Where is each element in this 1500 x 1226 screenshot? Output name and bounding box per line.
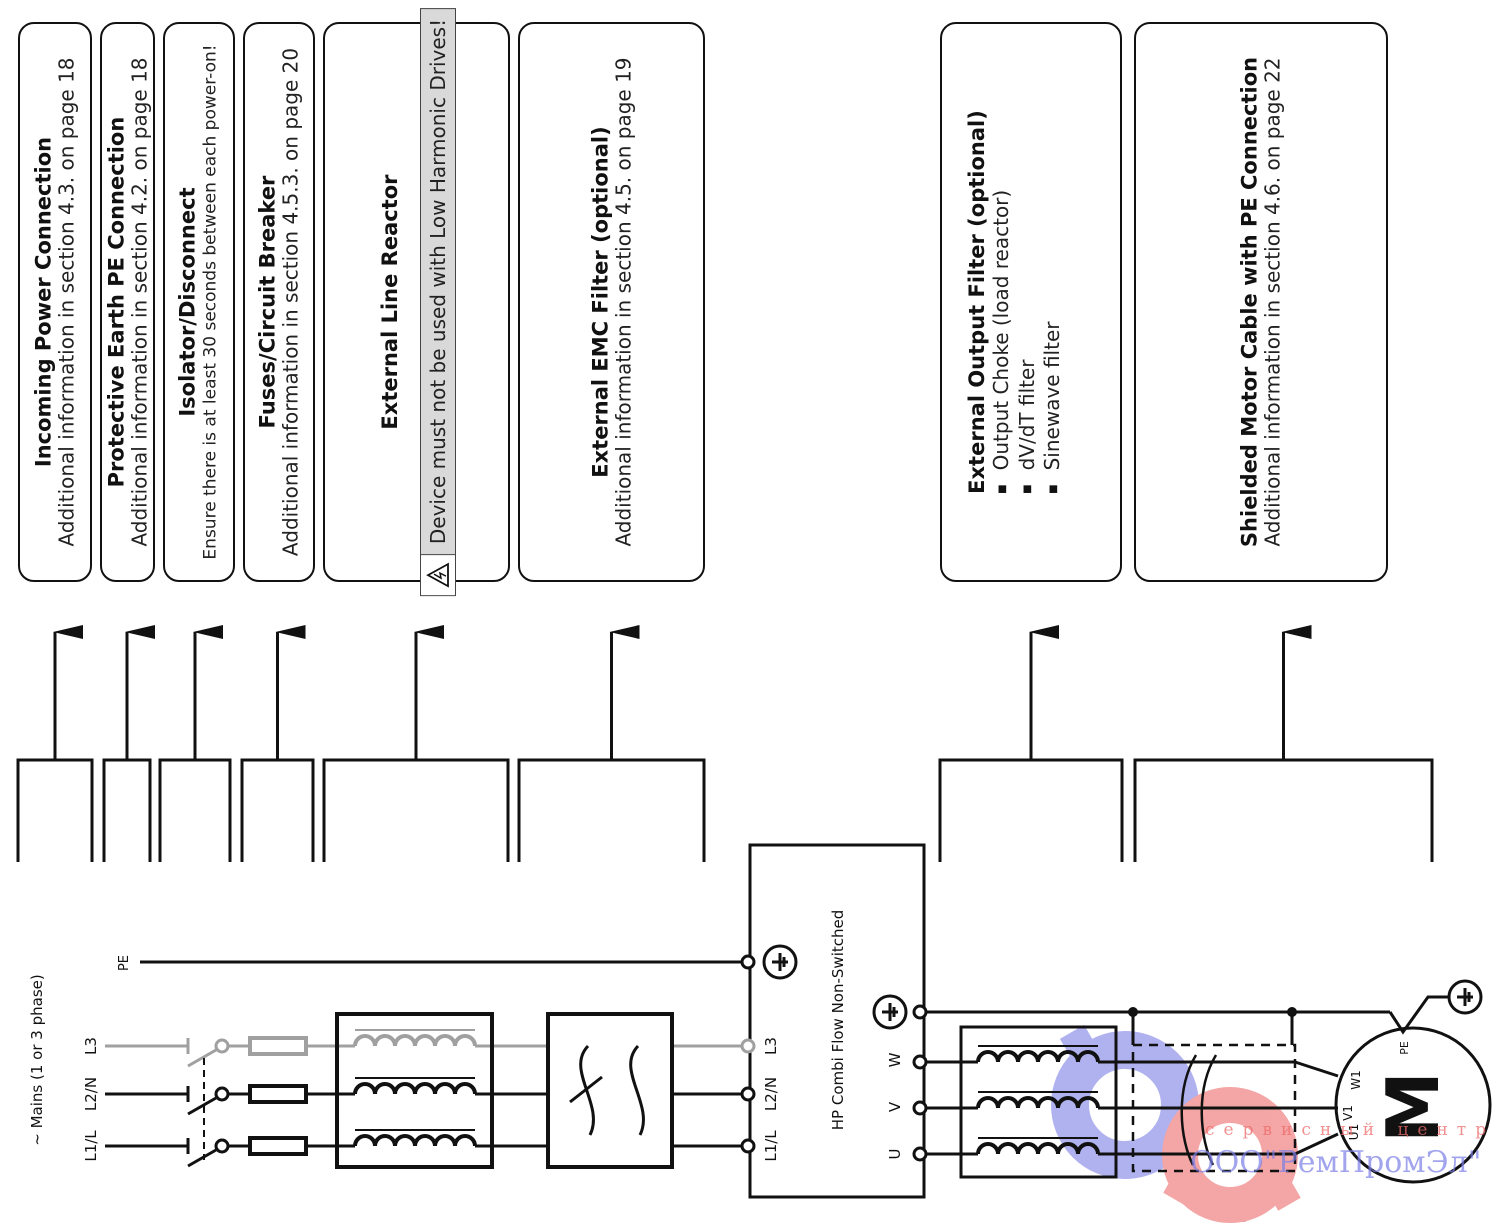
drive-input-terminal (740, 1086, 756, 1102)
bracket-isolator (158, 625, 232, 862)
drive-input-terminal (740, 1138, 756, 1154)
watermark-text-line2: ООО"РемПромЭл" (1190, 1145, 1481, 1180)
output-phase-u (912, 1132, 1339, 1162)
inductor-coil-icon (353, 1034, 477, 1047)
inductor-coil-icon (976, 1096, 1100, 1109)
emc-filter-box (546, 1012, 674, 1169)
drive-terminal-l3: L3 (762, 1037, 780, 1055)
terminal-pe (740, 954, 756, 970)
fuse-icon (248, 1136, 308, 1156)
inductor-coil-icon (976, 1142, 1100, 1155)
wire (1294, 1060, 1339, 1078)
card-line-reactor: External Line Reactor Device must not be… (323, 7, 510, 597)
bracket (517, 758, 706, 862)
mains-label: ~ Mains (1 or 3 phase) (28, 974, 46, 1145)
bracket (158, 758, 232, 862)
motor-icon (1334, 1026, 1492, 1184)
bracket-fuses (240, 625, 315, 862)
watermark-logo (1051, 1024, 1301, 1223)
terminal-label-l1l: L1/L (82, 1130, 100, 1162)
drive-output-terminal (912, 1100, 928, 1116)
drive-output-terminal (912, 1146, 928, 1162)
bracket-protective-earth (102, 625, 155, 862)
terminal-label-l3: L3 (82, 1037, 100, 1055)
bracket (938, 758, 1124, 862)
bracket-motor-cable (1133, 625, 1434, 862)
card-incoming-power: Incoming Power Connection Additional inf… (18, 22, 92, 582)
drive-box (748, 843, 926, 1199)
bracket (322, 758, 510, 862)
drive-terminal-l2n: L2/N (762, 1077, 780, 1111)
motor-terminal-pe: PE (1398, 1041, 1411, 1055)
drive-input-terminal (740, 1038, 756, 1054)
cable-shield (1131, 1043, 1297, 1173)
motor-pe-link (1388, 995, 1448, 1035)
switch-blade (187, 1096, 217, 1116)
drive-terminal-w: W (886, 1052, 904, 1067)
motor-symbol: M (1371, 1071, 1455, 1143)
bracket (102, 758, 152, 862)
cable-break-icon (1180, 1054, 1218, 1166)
bracket-line-reactor (322, 625, 510, 862)
switch-pivot (214, 1086, 230, 1102)
bracket-group (16, 625, 1434, 862)
filter-symbol-icon (569, 1044, 645, 1136)
motor-terminal-u1: U1 (1347, 1124, 1361, 1140)
inductor-coil-icon (353, 1082, 477, 1095)
drive-terminal-v: V (886, 1101, 904, 1112)
fuse-icon (248, 1036, 308, 1056)
earth-ground-icon (872, 994, 908, 1030)
drive-output-terminal (912, 1054, 928, 1070)
high-voltage-warning-icon (420, 554, 455, 596)
bracket-output-filter (938, 625, 1124, 862)
bracket (1133, 758, 1434, 862)
phase-l3 (105, 1029, 756, 1068)
terminal-label-pe: PE (117, 955, 132, 971)
bracket (16, 758, 94, 862)
card-emc-filter: External EMC Filter (optional) Additiona… (518, 22, 705, 582)
output-phase-w (912, 1045, 1339, 1078)
switch-blade (187, 1148, 217, 1168)
watermark-text-line1: сервисный центр (1205, 1120, 1495, 1140)
drive-terminal-u: U (886, 1149, 904, 1160)
inductor-coil-icon (353, 1134, 477, 1147)
earth-ground-icon (762, 944, 798, 980)
output-filter-box (959, 1025, 1118, 1179)
warning-box: Device must not be used with Low Harmoni… (419, 7, 456, 597)
card-fuses: Fuses/Circuit Breaker Additional informa… (243, 22, 315, 582)
card-output-filter: External Output Filter (optional) Output… (940, 22, 1122, 582)
terminal-drive-pe (912, 1004, 928, 1020)
switch-blade (187, 1048, 217, 1068)
motor-terminal-w1: W1 (1349, 1070, 1363, 1090)
bracket-emc-filter (517, 625, 706, 862)
card-motor-cable: Shielded Motor Cable with PE Connection … (1134, 22, 1388, 582)
earth-ground-icon (1447, 979, 1483, 1015)
wire (1294, 1132, 1339, 1156)
card-protective-earth: Protective Earth PE Connection Additiona… (100, 22, 155, 582)
switch-pivot (214, 1138, 230, 1154)
fuse-icon (248, 1084, 308, 1104)
switch-pivot (214, 1038, 230, 1054)
motor-terminal-v1: V1 (1341, 1105, 1355, 1121)
phase-l2n (105, 1077, 756, 1116)
phase-wires (105, 1029, 1339, 1168)
drive-label: HP Combi Flow Non-Switched (829, 910, 847, 1130)
phase-l1l (105, 1129, 756, 1168)
card-isolator: Isolator/Disconnect Ensure there is at l… (163, 22, 235, 582)
line-reactor-box (335, 1012, 494, 1169)
bracket (240, 758, 315, 862)
drive-terminal-l1l: L1/L (762, 1130, 780, 1162)
bracket-incoming-power (16, 625, 94, 862)
terminal-label-l2n: L2/N (82, 1077, 100, 1111)
output-phase-v (912, 1091, 1338, 1116)
inductor-coil-icon (976, 1050, 1100, 1063)
